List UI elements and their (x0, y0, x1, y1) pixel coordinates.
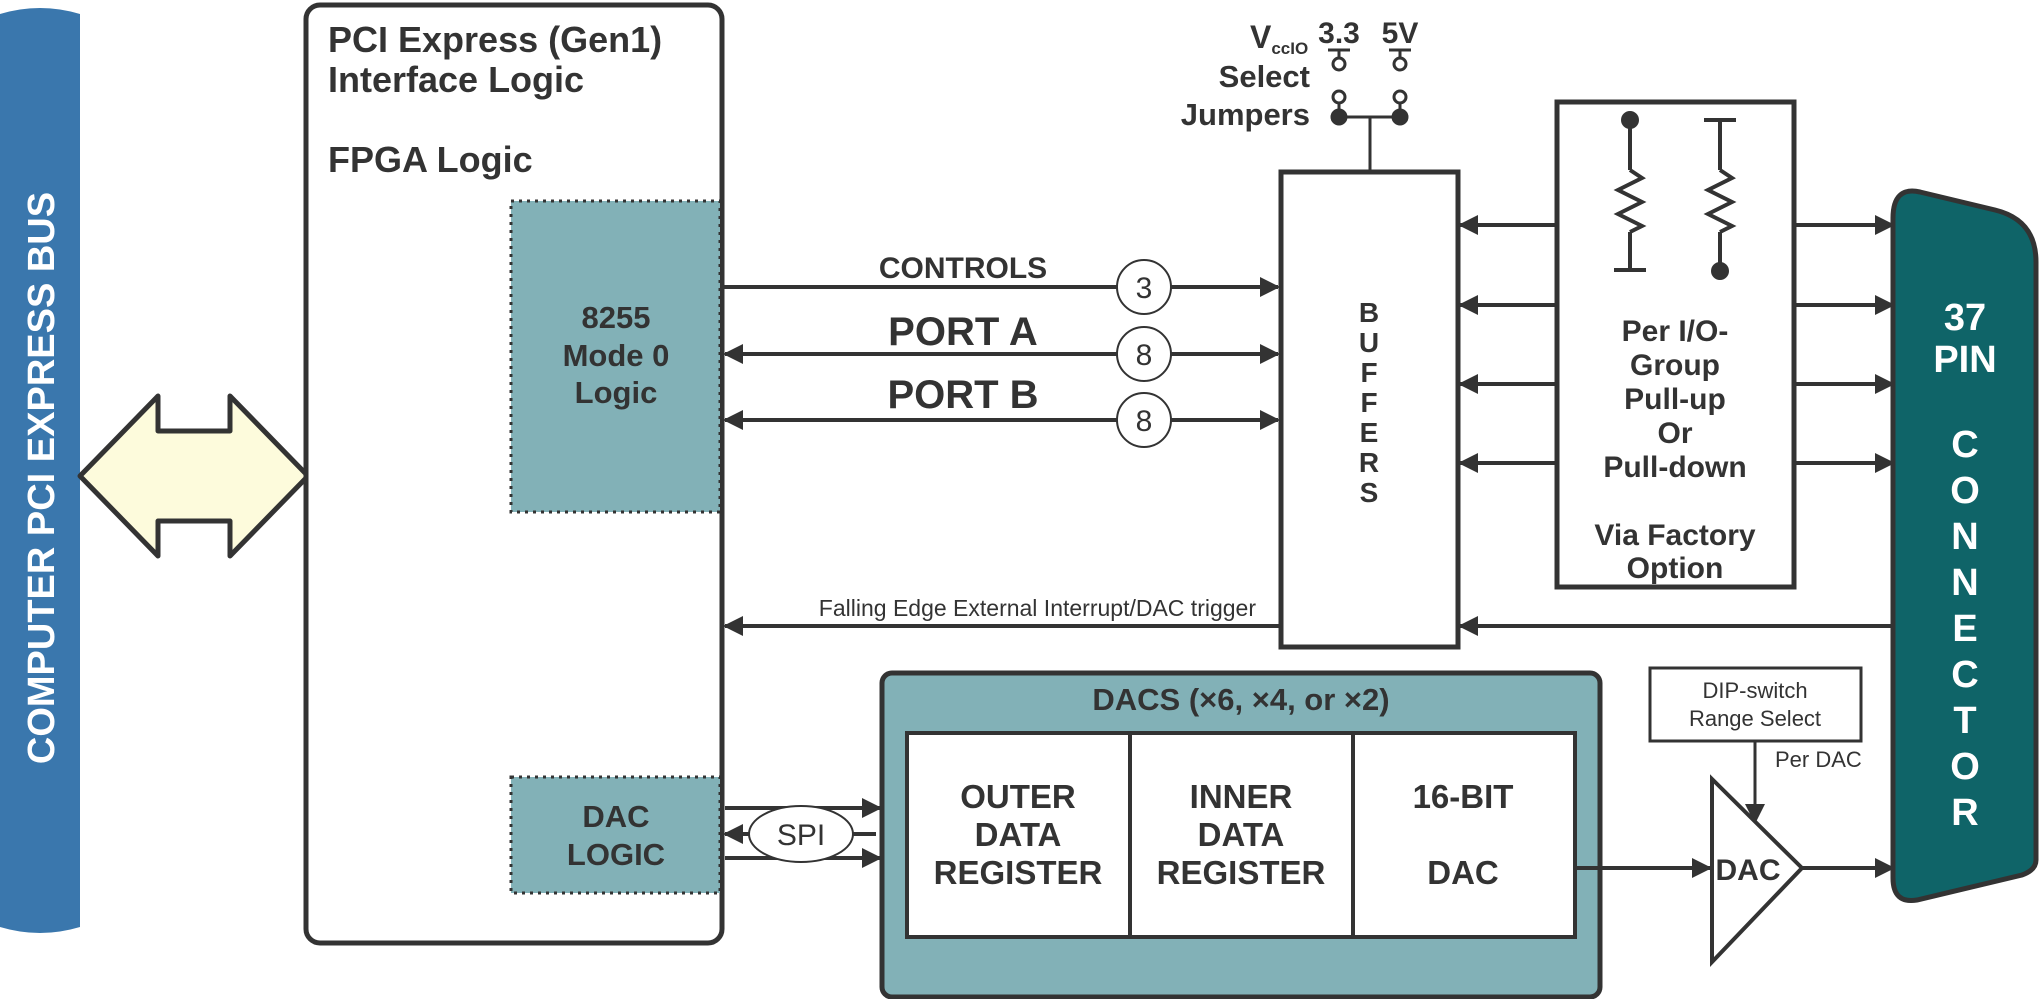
jumper-vcc-label: VccIO (1250, 19, 1308, 58)
connector-letter: R (1951, 792, 1978, 834)
outer-register-line1: OUTER (960, 778, 1076, 815)
port-a-label: PORT A (888, 310, 1038, 354)
dac-logic-line1: DAC (582, 799, 649, 834)
port-b-width-circle (1116, 392, 1172, 448)
dip-switch-box (1648, 666, 1863, 743)
pull-text-line4: Or (1657, 417, 1692, 450)
connector-letter: T (1953, 700, 1976, 742)
buffers-letter: S (1360, 477, 1379, 508)
controls-label: CONTROLS (879, 252, 1047, 285)
pull-text-line2: Group (1630, 349, 1720, 382)
port-a-width-circle (1116, 326, 1172, 382)
controls-width: 3 (1136, 272, 1153, 305)
jumper-select-label: Select (1219, 59, 1310, 94)
buffers-letter: F (1360, 357, 1377, 388)
dac16-line1: 16-BIT (1413, 778, 1514, 815)
jumper-jumpers-label: Jumpers (1181, 97, 1310, 132)
port-a-width: 8 (1136, 339, 1153, 372)
dac16-line3: DAC (1427, 854, 1499, 891)
port-b-label: PORT B (887, 373, 1038, 417)
inner-register-line3: REGISTER (1157, 854, 1326, 891)
port-b-width: 8 (1136, 405, 1153, 438)
amplifier-label: DAC (1716, 854, 1781, 887)
connector-block (1890, 188, 2039, 904)
connector-letter: O (1950, 470, 1980, 512)
mode0-logic-block (509, 199, 722, 514)
connector-letter: E (1952, 608, 1977, 650)
buffers-letter: B (1359, 297, 1379, 328)
spi-bubble (748, 805, 854, 863)
dac-logic-line2: LOGIC (567, 837, 665, 872)
buffer-pull-arrows (1458, 215, 1555, 473)
dacs-title: DACS (×6, ×4, or ×2) (1092, 682, 1389, 717)
connector-pins-count: 37 (1944, 297, 1986, 339)
pull-text-line6: Via Factory (1594, 519, 1756, 552)
dac-logic-block (509, 775, 722, 895)
buffers-letter: U (1359, 327, 1379, 358)
pull-text-line1: Per I/O- (1622, 315, 1729, 348)
connector-letter: N (1951, 516, 1978, 558)
dip-note: Per DAC (1775, 747, 1862, 772)
pull-text-line7: Option (1627, 552, 1724, 585)
pull-connector-arrows (1796, 215, 1895, 473)
connector-pins-word: PIN (1933, 339, 1996, 381)
outer-register-line3: REGISTER (934, 854, 1103, 891)
connector-letter: C (1951, 424, 1978, 466)
fpga-title-line1: PCI Express (Gen1) (328, 19, 662, 60)
spi-label: SPI (777, 819, 825, 852)
outer-register-line2: DATA (975, 816, 1062, 853)
pull-resistor-block (1554, 99, 1797, 590)
fpga-subtitle: FPGA Logic (328, 139, 533, 180)
output-amplifier (1710, 774, 1805, 967)
pull-text-line3: Pull-up (1624, 383, 1726, 416)
mode0-line1: 8255 (582, 300, 651, 335)
pci-bus-banner (0, 8, 80, 933)
pull-text-line5: Pull-down (1603, 451, 1746, 484)
interrupt-label: Falling Edge External Interrupt/DAC trig… (819, 595, 1257, 621)
resistor-symbols (1613, 111, 1737, 280)
connector-letter: O (1950, 746, 1980, 788)
mode0-line2: Mode 0 (563, 338, 670, 373)
buffers-letter: R (1359, 447, 1379, 478)
fpga-title-line2: Interface Logic (328, 59, 584, 100)
buffers-block (1278, 169, 1461, 650)
dacs-register-strip (905, 731, 1577, 939)
buffers-letter: E (1360, 417, 1379, 448)
inner-register-line2: DATA (1198, 816, 1285, 853)
connector-letter: N (1951, 562, 1978, 604)
dip-line1: DIP-switch (1702, 678, 1807, 703)
jumper-v5-label: 5V (1382, 17, 1419, 50)
dip-line2: Range Select (1689, 706, 1821, 731)
inner-register-line1: INNER (1190, 778, 1293, 815)
buffers-letter: F (1360, 387, 1377, 418)
connector-letter: C (1951, 654, 1978, 696)
mode0-line3: Logic (575, 375, 658, 410)
jumper-v33-label: 3.3 (1318, 17, 1360, 50)
pci-bus-label: COMPUTER PCI EXPRESS BUS (21, 192, 63, 764)
controls-width-circle (1116, 259, 1172, 315)
vccio-jumper-switches (1328, 48, 1411, 170)
bus-bidirectional-arrow (77, 393, 311, 559)
